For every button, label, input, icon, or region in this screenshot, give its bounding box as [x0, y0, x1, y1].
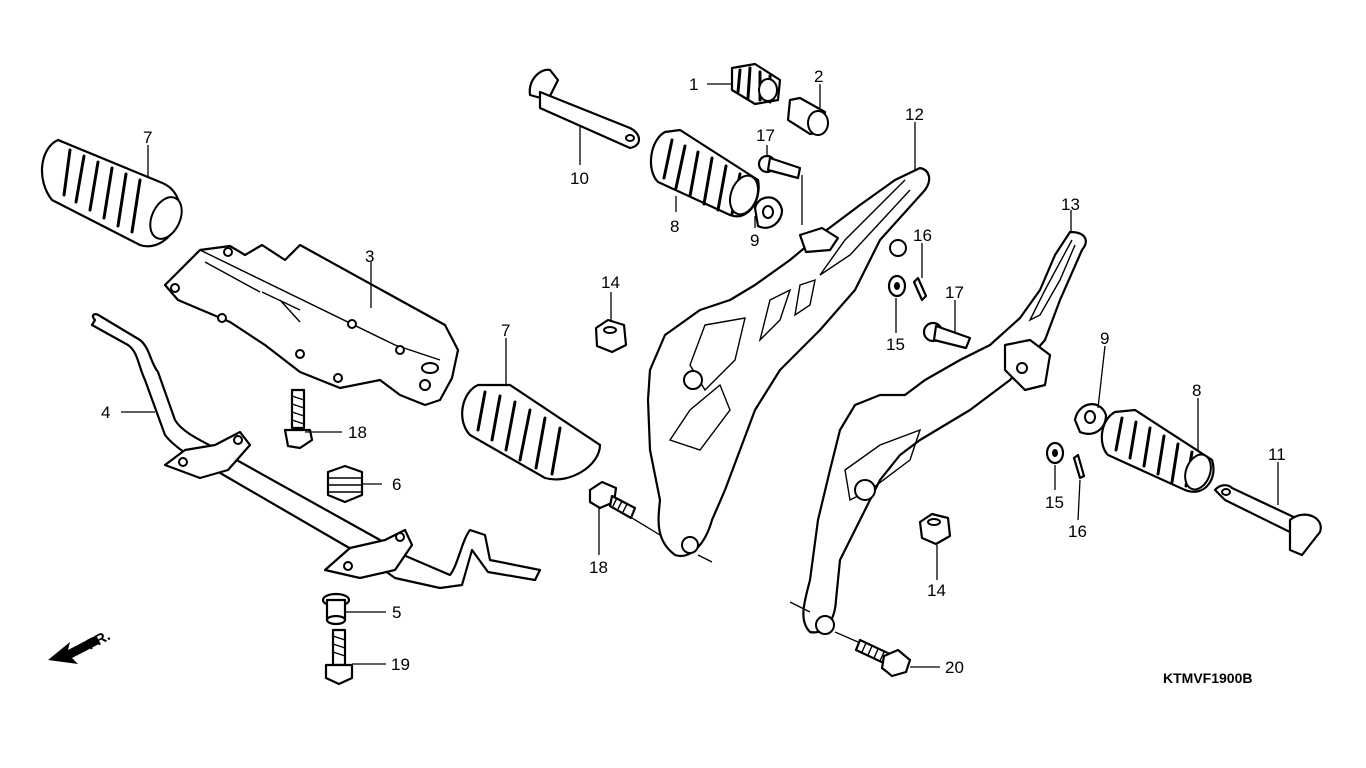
flange-nut-14a [594, 318, 628, 354]
callout-14a: 14 [601, 273, 620, 292]
callout-16b: 16 [1068, 522, 1087, 541]
footpeg-pin-10 [528, 68, 641, 150]
cotter-pin-16b [1072, 453, 1086, 480]
collar-2 [786, 96, 829, 136]
callout-11: 11 [1268, 445, 1286, 464]
cotter-pin-16a [912, 276, 928, 302]
callout-8a: 8 [670, 217, 679, 236]
spring-nut [326, 464, 364, 504]
callout-4: 4 [101, 403, 110, 422]
front-direction-arrow-icon [48, 636, 99, 664]
damper-rubber [730, 62, 782, 106]
step-bracket [163, 243, 460, 407]
callout-17b: 17 [945, 283, 964, 302]
flange-bolt-19 [324, 628, 354, 686]
callout-9b: 9 [1100, 329, 1109, 348]
callout-20: 20 [945, 658, 964, 677]
stay-pipe [90, 313, 542, 590]
step-holder-13 [802, 230, 1087, 635]
callout-18a: 18 [348, 423, 367, 442]
footpeg-rubber-8b [1100, 408, 1215, 493]
spring-washer-9b [1073, 403, 1108, 435]
footpeg-rubber-front-right [461, 383, 602, 481]
step-holder-12 [646, 166, 931, 558]
footpeg-pin-11 [1213, 484, 1322, 557]
callout-17a: 17 [756, 126, 775, 145]
callout-1: 1 [689, 75, 698, 94]
callout-6: 6 [392, 475, 401, 494]
flange-bolt-18b [588, 480, 637, 520]
washer-15a [887, 274, 907, 298]
callout-15a: 15 [886, 335, 905, 354]
callout-8b: 8 [1192, 381, 1201, 400]
callout-9a: 9 [750, 231, 759, 250]
joint-pin-17a [757, 154, 802, 180]
callout-7b: 7 [501, 321, 510, 340]
footpeg-rubber-8a [649, 128, 760, 218]
callout-5: 5 [392, 603, 401, 622]
leader-lines [121, 83, 1279, 668]
joint-pin-17b [922, 321, 972, 350]
flange-bolt-18a [283, 388, 314, 450]
callout-7a: 7 [143, 128, 152, 147]
callout-12: 12 [905, 105, 924, 124]
footpeg-rubber-front-left [40, 138, 183, 248]
collar [321, 592, 351, 626]
flange-bolt-20 [854, 638, 912, 678]
callout-2: 2 [814, 67, 823, 86]
washer-15b [1045, 441, 1065, 465]
spring-washer-9a [753, 196, 784, 229]
front-direction-label: FR. [84, 627, 113, 653]
callout-19: 19 [391, 655, 410, 674]
callout-15b: 15 [1045, 493, 1064, 512]
diagram-code: KTMVF1900B [1163, 670, 1252, 686]
callout-14b: 14 [927, 581, 946, 600]
callout-10: 10 [570, 169, 589, 188]
callout-3: 3 [365, 247, 374, 266]
callout-16a: 16 [913, 226, 932, 245]
callout-18b: 18 [589, 558, 608, 577]
flange-nut-14b [918, 512, 952, 546]
callouts: 1 2 3 4 5 6 7 7 8 8 9 9 10 11 12 13 14 1… [84, 67, 1286, 686]
callout-13: 13 [1061, 195, 1080, 214]
